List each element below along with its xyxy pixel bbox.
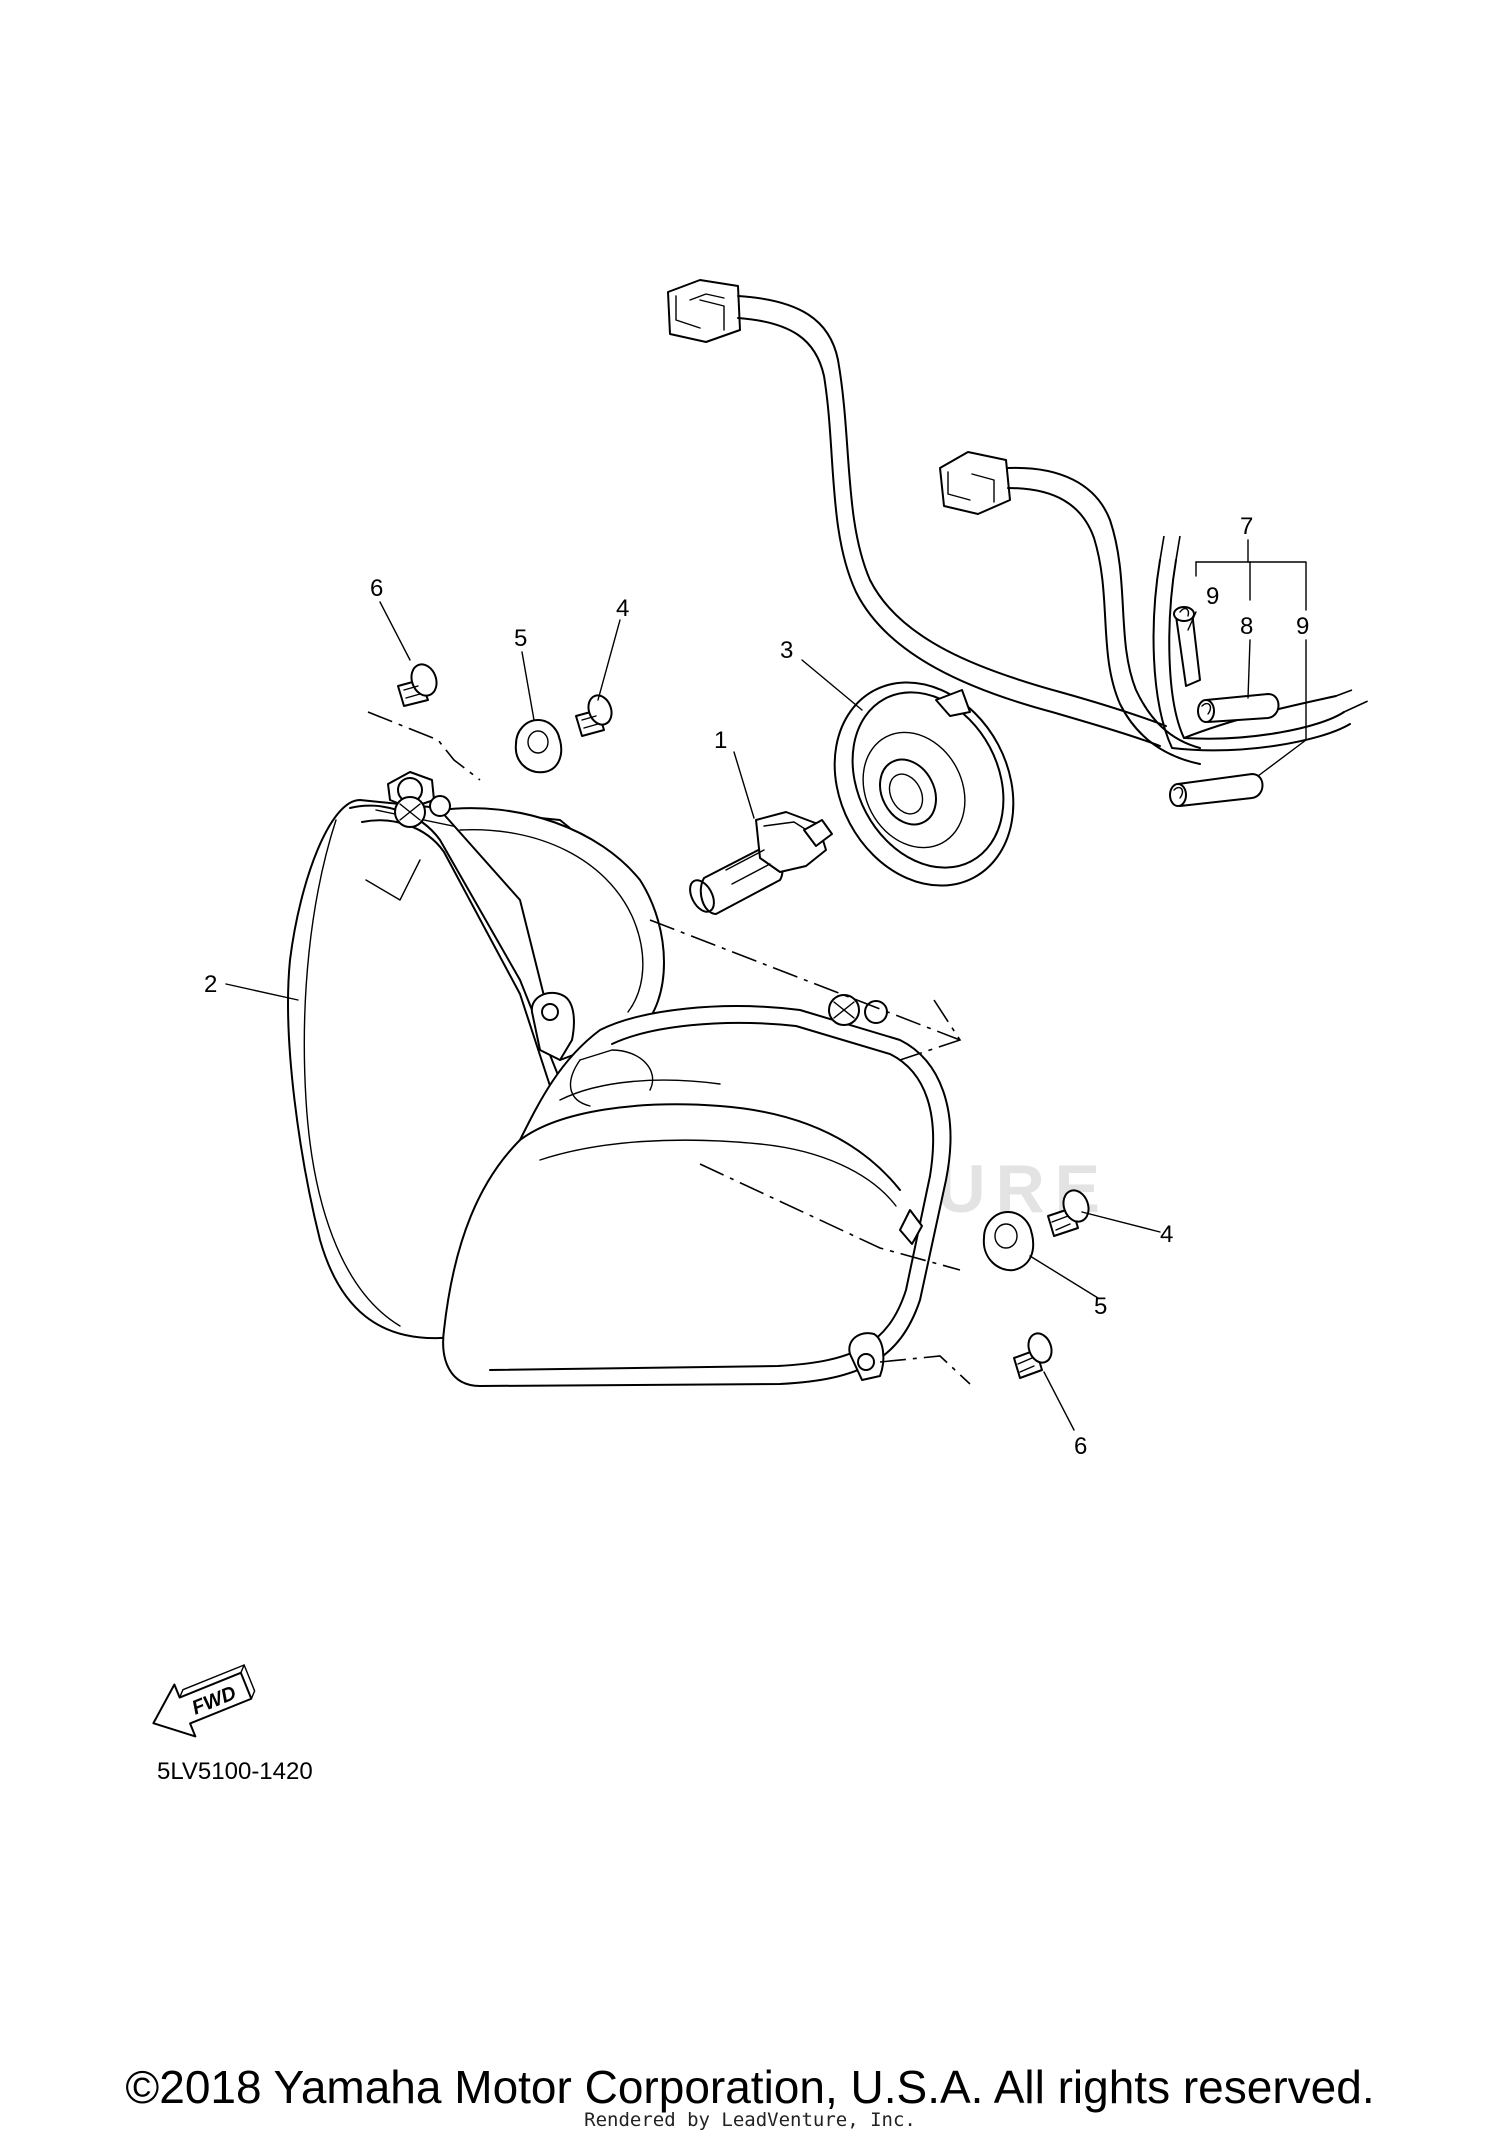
- callout-5-top: 5: [514, 625, 527, 652]
- callout-8: 8: [1240, 613, 1253, 640]
- callout-4-top: 4: [616, 595, 629, 622]
- headlight-bulb: [689, 811, 833, 915]
- harness-connector-lower: [939, 451, 1011, 515]
- screw-right: [1047, 1189, 1090, 1237]
- headlight-unit: [287, 771, 952, 1387]
- assembly-line-cover: [899, 999, 962, 1061]
- assembly-line-bottom: [879, 1355, 971, 1385]
- callout-7: 7: [1240, 513, 1253, 540]
- adjuster-cap-left: [394, 795, 451, 828]
- copyright-notice: ©2018 Yamaha Motor Corporation, U.S.A. A…: [125, 2061, 1375, 2113]
- socket-cover: [833, 681, 1015, 887]
- mount-bracket-right: [899, 1209, 923, 1245]
- callout-2: 2: [204, 971, 217, 998]
- harness-sleeve-upper: [1173, 606, 1201, 687]
- callout-1: 1: [714, 727, 727, 754]
- mount-bracket-middle: [530, 991, 575, 1061]
- screw-top: [575, 694, 613, 737]
- callout-6-bottom: 6: [1074, 1433, 1087, 1460]
- grommet-top: [514, 719, 563, 774]
- callout-3: 3: [780, 637, 793, 664]
- assembly-line-bulb: [649, 919, 961, 1041]
- diagram-code: 5LV5100-1420: [157, 1758, 313, 1785]
- assembly-line-right: [699, 1163, 961, 1271]
- rendered-by-credit: Rendered by LeadVenture, Inc.: [584, 2109, 916, 2131]
- fwd-arrow-icon: FWD: [152, 1664, 256, 1738]
- wire-harness: [667, 279, 1371, 765]
- mount-bracket-bottom: [848, 1332, 885, 1381]
- harness-sleeve-lower: [1169, 773, 1264, 807]
- leader-lines: [225, 539, 1307, 1431]
- callout-5-right: 5: [1094, 1293, 1107, 1320]
- screw-top-left: [397, 663, 438, 707]
- grommet-right: [982, 1211, 1035, 1272]
- callout-9-left: 9: [1206, 583, 1219, 610]
- adjuster-cap: [828, 994, 888, 1026]
- callout-labels: 1 2 3 4 5 6 4 5 6 7 8 9 9: [204, 513, 1309, 1460]
- callout-4-right: 4: [1160, 1221, 1173, 1248]
- screw-bottom: [1013, 1332, 1053, 1379]
- callout-9-right: 9: [1296, 613, 1309, 640]
- harness-connector-upper: [667, 279, 741, 343]
- assembly-line-left: [367, 711, 481, 781]
- callout-6-top: 6: [370, 575, 383, 602]
- harness-sleeve-middle: [1197, 693, 1280, 723]
